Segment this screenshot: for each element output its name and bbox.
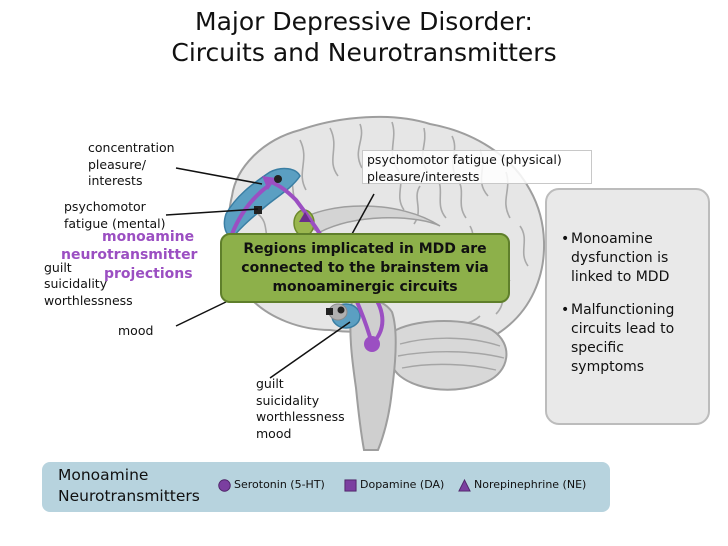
- label-guilt-bottom: guilt: [256, 376, 284, 391]
- bullet-list: Monoamine dysfunction is linked to MDD M…: [561, 230, 700, 377]
- dopamine-marker: [254, 206, 262, 214]
- label-fatigue-mental: fatigue (mental): [64, 215, 166, 231]
- label-psychomotor-physical-box: psychomotor fatigue (physical) pleasure/…: [362, 150, 592, 184]
- label-mood-left: mood: [118, 323, 154, 338]
- side-panel: Monoamine dysfunction is linked to MDD M…: [545, 188, 710, 425]
- legend-label-norepinephrine: Norepinephrine (NE): [474, 478, 587, 491]
- label-psychomotor-group: psychomotor fatigue (mental): [64, 199, 166, 232]
- label-pleasure-interests-right: pleasure/interests: [367, 168, 480, 184]
- purple-square-icon: [344, 478, 357, 492]
- label-worthlessness-left: worthlessness: [44, 293, 133, 308]
- label-guilt-left: guilt: [44, 260, 72, 275]
- legend-item-dopamine: Dopamine (DA): [344, 477, 444, 493]
- label-projections: projections: [104, 266, 193, 282]
- label-psychomotor: psychomotor: [64, 199, 146, 214]
- projection-arrowhead: [262, 176, 276, 190]
- dopamine-marker-lower: [326, 308, 333, 315]
- bullet-item: Malfunctioning circuits lead to specific…: [561, 301, 700, 377]
- label-suicidality-left: suicidality: [44, 276, 108, 291]
- purple-circle-icon: [218, 478, 231, 492]
- legend-label-serotonin: Serotonin (5-HT): [234, 478, 325, 491]
- label-worthlessness-bottom: worthlessness: [256, 409, 345, 424]
- label-neurotransmitter: neurotransmitter: [61, 247, 198, 263]
- page-title: Major Depressive Disorder: Circuits and …: [0, 6, 728, 68]
- label-concentration: concentration: [88, 140, 175, 155]
- legend-label-dopamine: Dopamine (DA): [360, 478, 445, 491]
- legend-bar: Monoamine Neurotransmitters Serotonin (5…: [42, 462, 610, 512]
- norepinephrine-marker: [299, 212, 311, 222]
- legend-title: Monoamine Neurotransmitters: [58, 465, 200, 507]
- legend-item-norepinephrine: Norepinephrine (NE): [458, 477, 586, 493]
- title-line-1: Major Depressive Disorder:: [195, 7, 533, 36]
- pointer-lines: [165, 167, 375, 379]
- serotonin-marker: [274, 175, 282, 183]
- brainstem: [349, 297, 397, 451]
- purple-triangle-icon: [458, 478, 471, 492]
- legend-title-line-2: Neurotransmitters: [58, 487, 200, 505]
- label-psychomotor-physical: psychomotor fatigue (physical): [367, 152, 562, 167]
- label-suicidality-bottom: suicidality: [256, 392, 320, 408]
- label-pleasure: pleasure/: [88, 156, 146, 172]
- cerebellum: [387, 320, 508, 391]
- label-concentration-group: concentration pleasure/ interests: [88, 140, 175, 190]
- projection-origin-dot: [364, 336, 380, 352]
- label-monoamine: monoamine: [102, 229, 195, 245]
- callout-box: Regions implicated in MDD are connected …: [220, 233, 510, 303]
- legend-title-line-1: Monoamine: [58, 466, 149, 484]
- legend-item-serotonin: Serotonin (5-HT): [218, 477, 325, 493]
- callout-text: Regions implicated in MDD are connected …: [241, 240, 489, 295]
- serotonin-marker-lower: [337, 306, 345, 314]
- label-interests: interests: [88, 173, 143, 188]
- label-mood-bottom: mood: [256, 425, 292, 441]
- bullet-item: Monoamine dysfunction is linked to MDD: [561, 230, 700, 287]
- label-bottom-group: guilt suicidality worthlessness mood: [256, 376, 345, 442]
- title-line-2: Circuits and Neurotransmitters: [171, 38, 557, 67]
